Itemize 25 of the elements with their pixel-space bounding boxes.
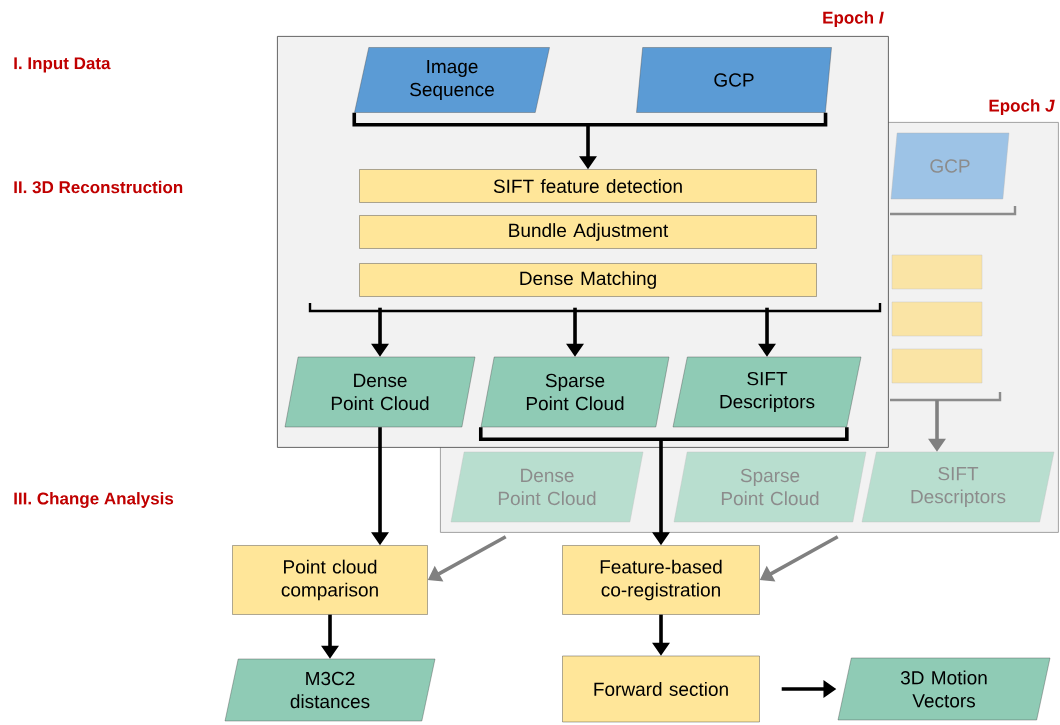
process-box [891,301,983,337]
output-parallelogram: SIFT Descriptors [861,451,1055,523]
process-box [891,254,983,290]
output-parallelogram: Sparse Point Cloud [480,356,670,428]
input-parallelogram: GCP [890,132,1010,200]
output-parallelogram: SIFT Descriptors [672,356,862,428]
epoch-label: Epoch I [823,11,884,28]
process-box: Dense Matching [359,263,817,297]
output-parallelogram: Dense Point Cloud [450,451,644,523]
input-parallelogram: GCP [636,47,832,113]
process-box: Point cloud comparison [232,545,428,615]
input-parallelogram: Image Sequence [354,47,550,113]
output-parallelogram: Dense Point Cloud [284,356,476,428]
section-heading: III. Change Analysis [14,492,174,508]
section-heading: I. Input Data [14,57,111,73]
process-box [891,348,983,384]
process-box: SIFT feature detection [359,169,817,203]
process-box: Bundle Adjustment [359,215,817,249]
section-heading: II. 3D Reconstruction [14,180,183,194]
process-box: Feature-based co-registration [562,545,760,615]
output-parallelogram: 3D Motion Vectors [837,657,1051,721]
process-box: Forward section [562,655,760,723]
output-parallelogram: M3C2 distances [224,658,436,722]
output-parallelogram: Sparse Point Cloud [673,451,867,523]
epoch-label: Epoch J [989,99,1055,116]
